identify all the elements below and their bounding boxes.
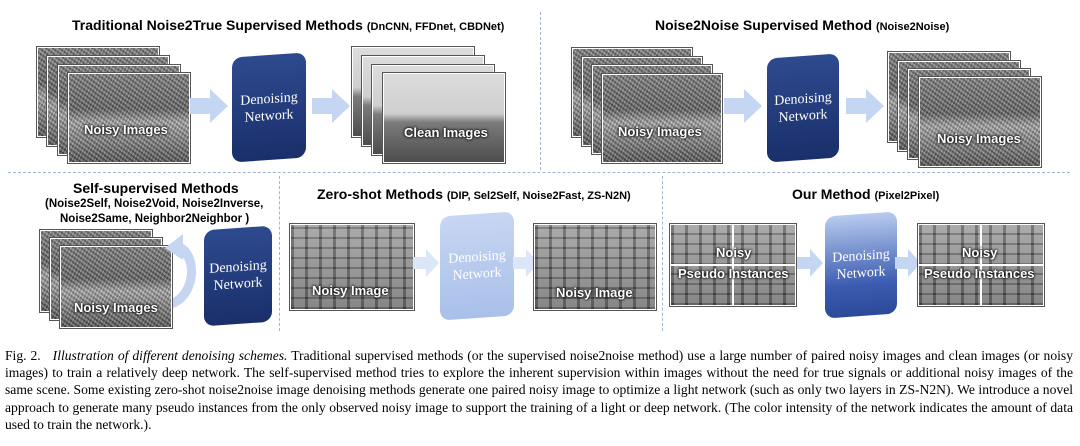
horizontal-divider (8, 172, 1070, 173)
zeroshot-output-image (534, 224, 656, 310)
n2n-input-label: Noisy Images (618, 124, 702, 139)
caption-body: Traditional supervised methods (or the s… (5, 348, 1074, 432)
ours-input-label-1: Noisy (716, 245, 752, 260)
zeroshot-output-label: Noisy Image (556, 285, 633, 300)
caption-title: Illustration of different denoising sche… (52, 348, 288, 363)
arrow-icon (190, 89, 228, 123)
arrow-icon (413, 249, 439, 277)
zeroshot-input-image (290, 224, 414, 310)
vertical-divider-top (540, 12, 541, 170)
arrow-icon (846, 89, 884, 123)
n2n-output-label: Noisy Images (937, 131, 1021, 146)
self-methods-line2: Noise2Same, Neighbor2Neighbor ) (60, 213, 250, 225)
vertical-divider-bottom-left (279, 176, 280, 331)
ours-title: Our Method (Pixel2Pixel) (792, 186, 940, 202)
ours-output-image (918, 224, 1044, 306)
zeroshot-input-label: Noisy Image (312, 283, 389, 298)
traditional-input-label: Noisy Images (84, 122, 168, 137)
self-input-label: Noisy Images (74, 300, 158, 315)
self-methods-line1: (Noise2Self, Noise2Void, Noise2Inverse, (45, 198, 264, 210)
traditional-output-label: Clean Images (404, 125, 488, 140)
vertical-divider-bottom-right (662, 176, 663, 331)
arrow-icon (797, 249, 823, 277)
ours-output-label-1: Noisy (962, 245, 998, 260)
ours-input-label-2: Pseudo Instances (678, 266, 789, 281)
arrow-icon (513, 249, 539, 277)
figure-caption: Fig. 2. Illustration of different denois… (5, 347, 1073, 433)
ours-input-image (670, 224, 796, 306)
self-title: Self-supervised Methods (73, 180, 239, 196)
arrow-icon (724, 89, 762, 123)
ours-output-label-2: Pseudo Instances (924, 266, 1035, 281)
arrow-icon (312, 89, 350, 123)
caption-fig: Fig. 2. (5, 348, 41, 363)
zeroshot-title: Zero-shot Methods (DIP, Sel2Self, Noise2… (317, 186, 631, 202)
arrow-icon (895, 249, 921, 277)
traditional-title: Traditional Noise2True Supervised Method… (72, 17, 505, 33)
curved-arrow-icon (165, 234, 197, 308)
n2n-title: Noise2Noise Supervised Method (Noise2Noi… (655, 17, 950, 33)
